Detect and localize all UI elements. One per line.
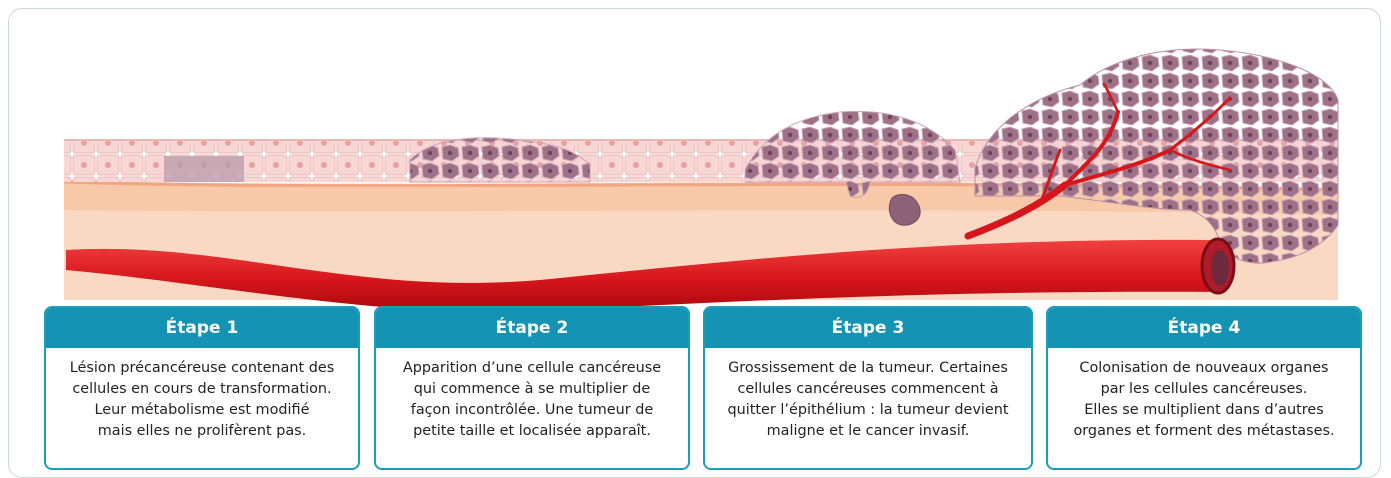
stage-4-line: organes et forment des métastases. bbox=[1056, 421, 1352, 442]
stage-3-line: Grossissement de la tumeur. Certaines bbox=[713, 358, 1023, 379]
stage-2-line: qui commence à se multiplier de bbox=[384, 379, 680, 400]
stage-4-line: par les cellules cancéreuses. bbox=[1056, 379, 1352, 400]
stage-3-line: maligne et le cancer invasif. bbox=[713, 421, 1023, 442]
stage-1-card: Étape 1 Lésion précancéreuse contenant d… bbox=[44, 306, 360, 470]
stage-3-line: quitter l’épithélium : la tumeur devient bbox=[713, 400, 1023, 421]
stage-1-line: cellules en cours de transformation. bbox=[54, 379, 350, 400]
stage-1-title: Étape 1 bbox=[46, 308, 358, 348]
precancerous-cells bbox=[164, 156, 244, 182]
stage-2-line: petite taille et localisée apparaît. bbox=[384, 421, 680, 442]
stage-3-card: Étape 3 Grossissement de la tumeur. Cert… bbox=[703, 306, 1033, 470]
stage-2-title: Étape 2 bbox=[376, 308, 688, 348]
stage-2-card: Étape 2 Apparition d’une cellule cancére… bbox=[374, 306, 690, 470]
stage-3-title: Étape 3 bbox=[705, 308, 1031, 348]
stage-1-line: Lésion précancéreuse contenant des bbox=[54, 358, 350, 379]
stage-2-line: Apparition d’une cellule cancéreuse bbox=[384, 358, 680, 379]
stage-2-description: Apparition d’une cellule cancéreuse qui … bbox=[376, 348, 688, 442]
stage-4-line: Elles se multiplient dans d’autres bbox=[1056, 400, 1352, 421]
stage-3-description: Grossissement de la tumeur. Certaines ce… bbox=[705, 348, 1031, 442]
stage-4-line: Colonisation de nouveaux organes bbox=[1056, 358, 1352, 379]
stage-1-line: mais elles ne prolifèrent pas. bbox=[54, 421, 350, 442]
stage-3-line: cellules cancéreuses commencent à bbox=[713, 379, 1023, 400]
stage-4-card: Étape 4 Colonisation de nouveaux organes… bbox=[1046, 306, 1362, 470]
stage-1-line: Leur métabolisme est modifié bbox=[54, 400, 350, 421]
stage-4-title: Étape 4 bbox=[1048, 308, 1360, 348]
stage-2-line: façon incontrôlée. Une tumeur de bbox=[384, 400, 680, 421]
stage-1-description: Lésion précancéreuse contenant des cellu… bbox=[46, 348, 358, 442]
stage-4-description: Colonisation de nouveaux organes par les… bbox=[1048, 348, 1360, 442]
